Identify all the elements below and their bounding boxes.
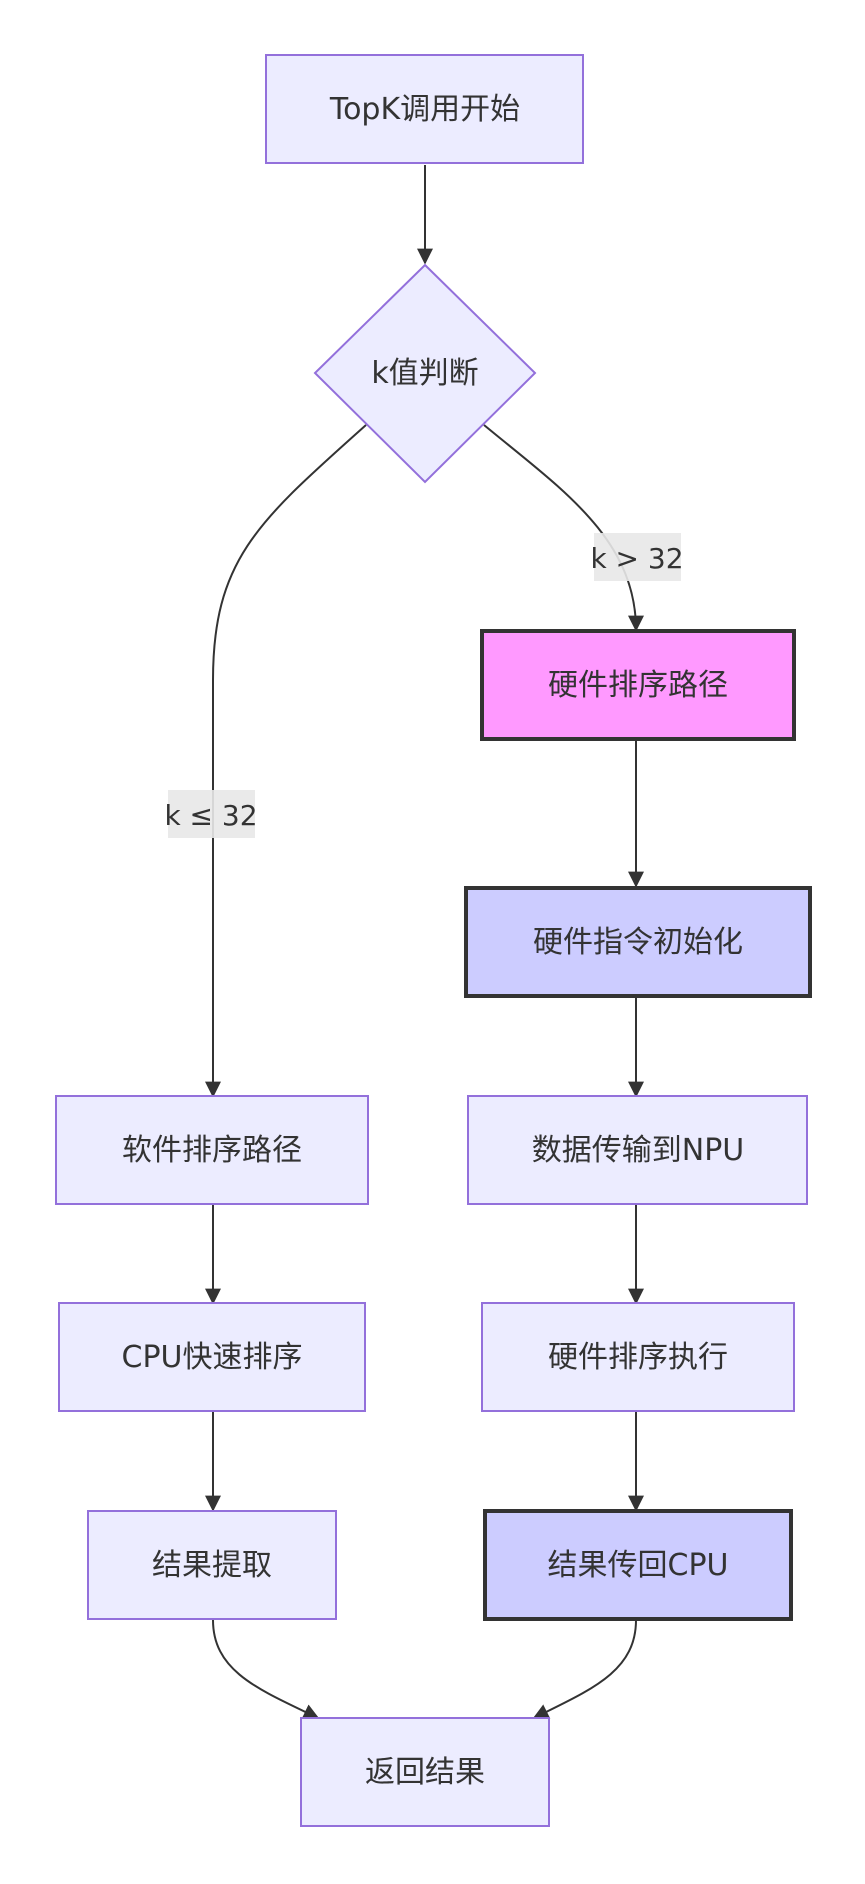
node-hw-exec[interactable]: 硬件排序执行: [481, 1302, 795, 1412]
node-hw-path-label: 硬件排序路径: [548, 668, 728, 703]
node-cpu-sort-label: CPU快速排序: [122, 1340, 303, 1375]
node-start[interactable]: TopK调用开始: [265, 54, 584, 164]
edge-label-gt-text: k > 32: [590, 542, 683, 575]
edge-label-le-text: k ≤ 32: [164, 799, 257, 832]
node-result-back-label: 结果传回CPU: [548, 1548, 729, 1583]
node-data-transfer-label: 数据传输到NPU: [532, 1133, 745, 1168]
edges: [205, 165, 644, 1719]
edge-label-le: k ≤ 32: [164, 790, 258, 838]
node-data-transfer[interactable]: 数据传输到NPU: [467, 1095, 808, 1205]
node-decision[interactable]: k值判断: [313, 263, 537, 484]
node-sw-path[interactable]: 软件排序路径: [55, 1095, 369, 1205]
node-sw-path-label: 软件排序路径: [122, 1133, 302, 1168]
edge-label-gt: k > 32: [590, 533, 684, 581]
node-hw-path[interactable]: 硬件排序路径: [480, 629, 796, 741]
node-return-label: 返回结果: [365, 1755, 485, 1790]
node-decision-label: k值判断: [371, 356, 478, 391]
node-start-label: TopK调用开始: [329, 92, 520, 127]
node-result-extract[interactable]: 结果提取: [87, 1510, 337, 1620]
edge-extract-to-return: [212, 1619, 320, 1719]
edge-result-back-to-return: [532, 1619, 637, 1719]
node-cpu-sort[interactable]: CPU快速排序: [58, 1302, 366, 1412]
node-hw-exec-label: 硬件排序执行: [548, 1340, 728, 1375]
edge-decision-to-hw-path: [483, 424, 644, 632]
edge-decision-to-sw-path: [205, 424, 367, 1098]
node-hw-init[interactable]: 硬件指令初始化: [464, 886, 812, 998]
node-result-extract-label: 结果提取: [152, 1548, 272, 1583]
node-result-back[interactable]: 结果传回CPU: [483, 1509, 793, 1621]
node-return[interactable]: 返回结果: [300, 1717, 550, 1827]
node-hw-init-label: 硬件指令初始化: [533, 925, 743, 960]
